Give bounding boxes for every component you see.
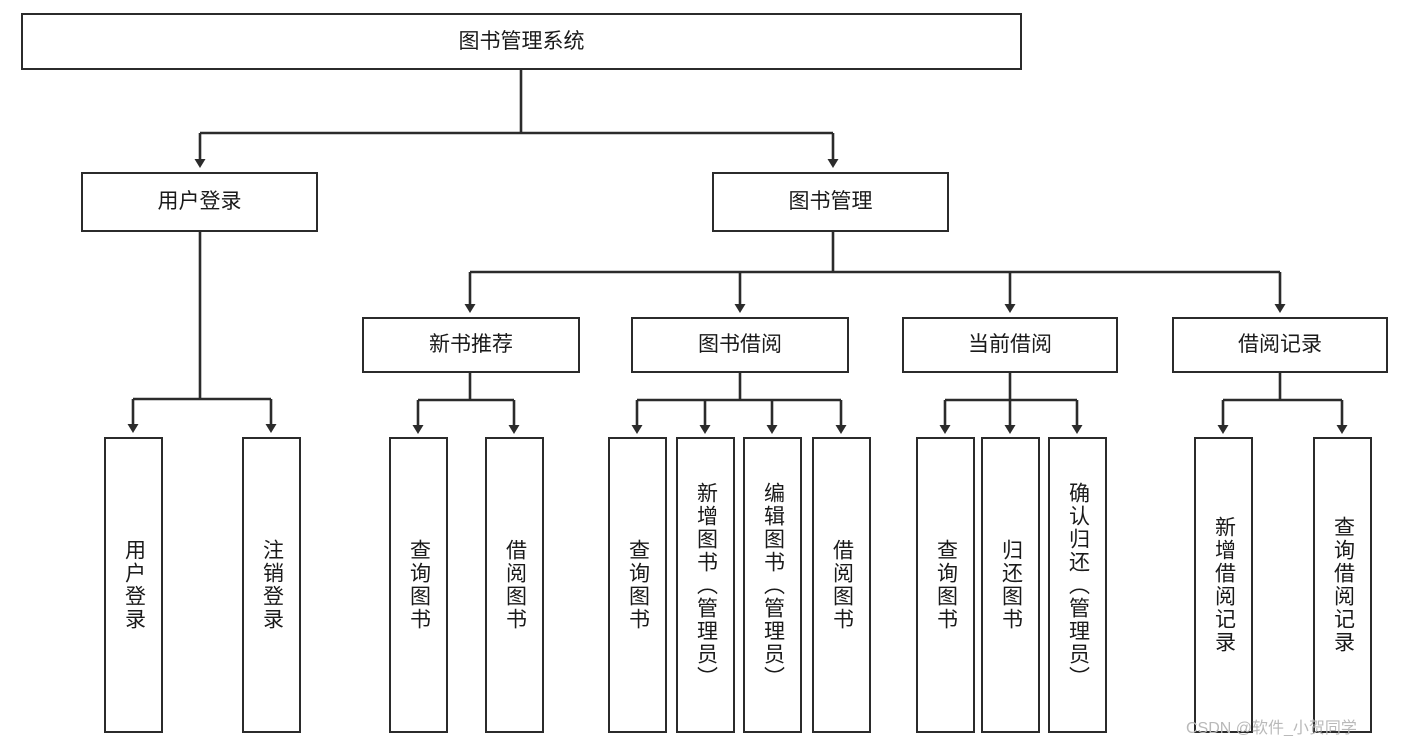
node-label: 编辑图书（管理员） [761, 481, 785, 689]
leaf-borrow-borrow-book[interactable]: 借阅图书 [812, 437, 871, 733]
node-label: 新增借阅记录 [1212, 516, 1236, 654]
node-label: 借阅图书 [830, 539, 854, 631]
node-book-borrow[interactable]: 图书借阅 [631, 317, 849, 373]
node-label: 当前借阅 [968, 333, 1052, 357]
node-current-borrow[interactable]: 当前借阅 [902, 317, 1118, 373]
csdn-watermark: CSDN @软件_小贺同学 [1186, 720, 1357, 737]
node-label: 图书管理系统 [458, 29, 585, 53]
node-new-book-recommend[interactable]: 新书推荐 [362, 317, 580, 373]
node-label: 归还图书 [999, 539, 1023, 631]
leaf-current-return-book[interactable]: 归还图书 [981, 437, 1040, 733]
node-label: 查询图书 [626, 539, 650, 631]
node-label: 图书管理 [788, 190, 873, 214]
node-book-management[interactable]: 图书管理 [712, 172, 949, 232]
leaf-borrow-query-book[interactable]: 查询图书 [608, 437, 667, 733]
node-label: 查询借阅记录 [1331, 516, 1355, 654]
node-label: 确认归还（管理员） [1066, 481, 1090, 689]
leaf-user-logout[interactable]: 注销登录 [242, 437, 301, 733]
leaf-current-query-book[interactable]: 查询图书 [916, 437, 975, 733]
leaf-record-add-record[interactable]: 新增借阅记录 [1194, 437, 1253, 733]
node-label: 用户登录 [122, 539, 146, 631]
node-label: 用户登录 [157, 190, 242, 214]
node-label: 注销登录 [260, 539, 284, 631]
node-label: 新增图书（管理员） [694, 481, 718, 689]
node-label: 新书推荐 [429, 333, 513, 357]
node-root-system[interactable]: 图书管理系统 [21, 13, 1022, 70]
leaf-record-query-record[interactable]: 查询借阅记录 [1313, 437, 1372, 733]
node-label: 借阅记录 [1238, 333, 1322, 357]
leaf-borrow-edit-book-admin[interactable]: 编辑图书（管理员） [743, 437, 802, 733]
leaf-recommend-query-book[interactable]: 查询图书 [389, 437, 448, 733]
node-label: 图书借阅 [698, 333, 782, 357]
node-user-login[interactable]: 用户登录 [81, 172, 318, 232]
leaf-user-login[interactable]: 用户登录 [104, 437, 163, 733]
node-label: 查询图书 [934, 539, 958, 631]
node-borrow-record[interactable]: 借阅记录 [1172, 317, 1388, 373]
leaf-borrow-add-book-admin[interactable]: 新增图书（管理员） [676, 437, 735, 733]
leaf-current-confirm-return-admin[interactable]: 确认归还（管理员） [1048, 437, 1107, 733]
node-label: 查询图书 [407, 539, 431, 631]
leaf-recommend-borrow-book[interactable]: 借阅图书 [485, 437, 544, 733]
node-label: 借阅图书 [503, 539, 527, 631]
